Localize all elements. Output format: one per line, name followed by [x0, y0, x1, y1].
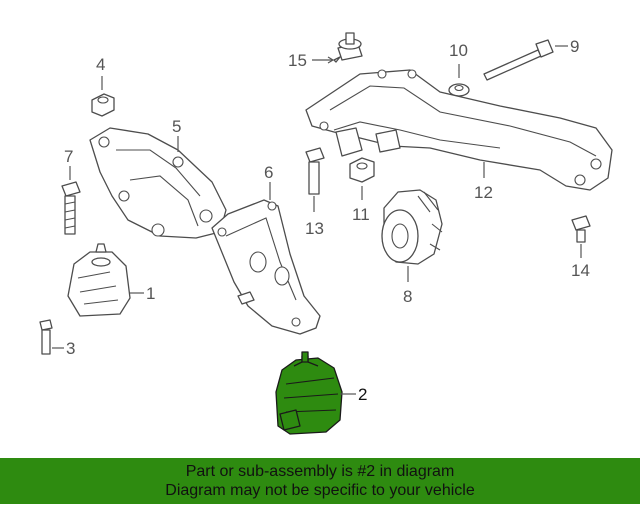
- part-11-nut[interactable]: [349, 157, 375, 183]
- part-7-bolt[interactable]: [61, 181, 81, 235]
- part-1-engine-mount[interactable]: [67, 243, 131, 317]
- part-12-crossmember[interactable]: [305, 69, 613, 191]
- part-15-stud[interactable]: [333, 32, 363, 63]
- callout-9: 9: [570, 37, 579, 56]
- part-2-engine-mount-highlighted[interactable]: [275, 351, 343, 435]
- callout-6: 6: [264, 163, 273, 182]
- part-3-bolt[interactable]: [39, 319, 53, 355]
- banner-line-2: Diagram may not be specific to your vehi…: [165, 482, 475, 499]
- callout-14: 14: [571, 261, 590, 280]
- part-14-bolt[interactable]: [571, 215, 591, 243]
- part-5-bracket[interactable]: [89, 127, 227, 239]
- leader-15-arrow: [327, 56, 335, 64]
- part-4-nut[interactable]: [91, 93, 115, 117]
- callout-3: 3: [66, 339, 75, 358]
- callout-7: 7: [64, 147, 73, 166]
- part-6-heat-shield[interactable]: [211, 199, 321, 335]
- part-8-transmission-mount[interactable]: [381, 189, 443, 265]
- callout-8: 8: [403, 287, 412, 306]
- parts-diagram: 15 9 10 4 5 7: [39, 32, 613, 435]
- part-13-bolt[interactable]: [305, 147, 325, 195]
- callout-11: 11: [352, 205, 370, 224]
- callout-2: 2: [358, 385, 367, 404]
- callout-13: 13: [305, 219, 324, 238]
- callout-5: 5: [172, 117, 181, 136]
- info-banner: Part or sub-assembly is #2 in diagram Di…: [0, 458, 640, 504]
- part-9-bolt[interactable]: [483, 39, 554, 81]
- banner-line-1: Part or sub-assembly is #2 in diagram: [185, 463, 455, 480]
- callout-15: 15: [288, 51, 307, 70]
- callout-10: 10: [449, 41, 468, 60]
- callout-1: 1: [146, 284, 155, 303]
- callout-4: 4: [96, 55, 105, 74]
- callout-12: 12: [474, 183, 493, 202]
